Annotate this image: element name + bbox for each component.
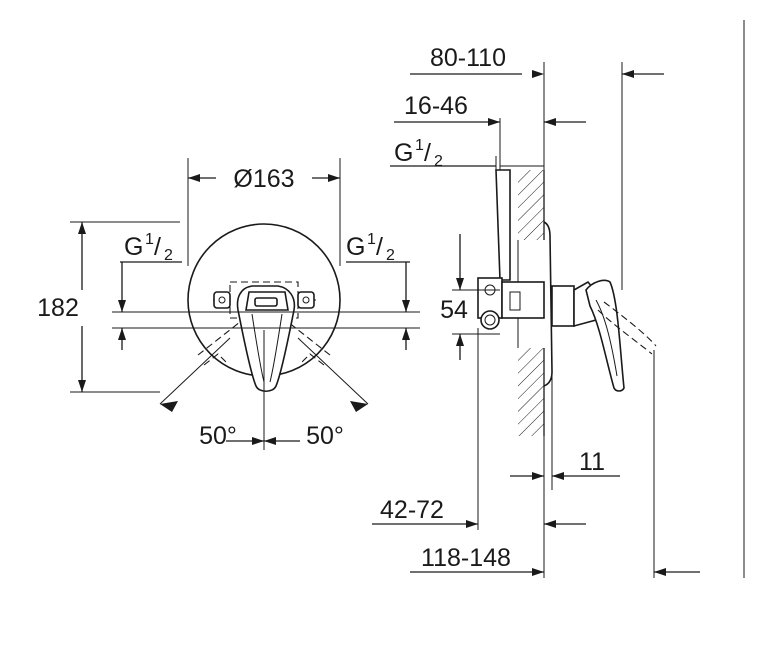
outlet-right-label: G 1 / 2 <box>346 231 395 264</box>
angle-right-label: 50° <box>306 422 344 450</box>
svg-text:2: 2 <box>386 247 395 264</box>
overall-range-label: 118-148 <box>421 544 511 572</box>
front-view: Ø163 182 G 1 / 2 G 1 / 2 50° 50° <box>37 158 420 450</box>
svg-text:G: G <box>124 233 143 261</box>
angle-left-label: 50° <box>199 422 237 450</box>
wall-hatch-lower <box>518 348 544 436</box>
rosette-lugs <box>213 291 315 309</box>
svg-text:2: 2 <box>164 247 173 264</box>
svg-text:/: / <box>154 233 161 261</box>
svg-text:G: G <box>394 139 413 167</box>
lever-handle-side <box>551 279 657 392</box>
depth-total-label: 80-110 <box>430 44 506 72</box>
height-label: 182 <box>37 294 79 322</box>
svg-text:/: / <box>424 139 431 167</box>
connection-spacing-label: 54 <box>440 296 468 324</box>
depth-inner-label: 16-46 <box>404 92 468 120</box>
svg-text:/: / <box>376 233 383 261</box>
svg-text:G: G <box>346 233 365 261</box>
concealed-body <box>477 169 545 330</box>
install-range-label: 42-72 <box>380 496 444 524</box>
rosette-side <box>543 221 553 387</box>
side-view: 80-110 16-46 G 1 / 2 54 11 42-72 118-148 <box>372 20 745 578</box>
svg-text:1: 1 <box>367 231 376 248</box>
diameter-label: Ø163 <box>233 165 294 193</box>
connection-label: G 1 / 2 <box>394 137 443 170</box>
offset-label: 11 <box>579 448 605 476</box>
wall-hatch-upper <box>518 170 544 240</box>
lever-handle-front <box>236 285 296 393</box>
svg-text:1: 1 <box>415 137 424 154</box>
outlet-left-label: G 1 / 2 <box>124 231 173 264</box>
svg-text:2: 2 <box>434 153 443 170</box>
svg-text:1: 1 <box>145 231 154 248</box>
